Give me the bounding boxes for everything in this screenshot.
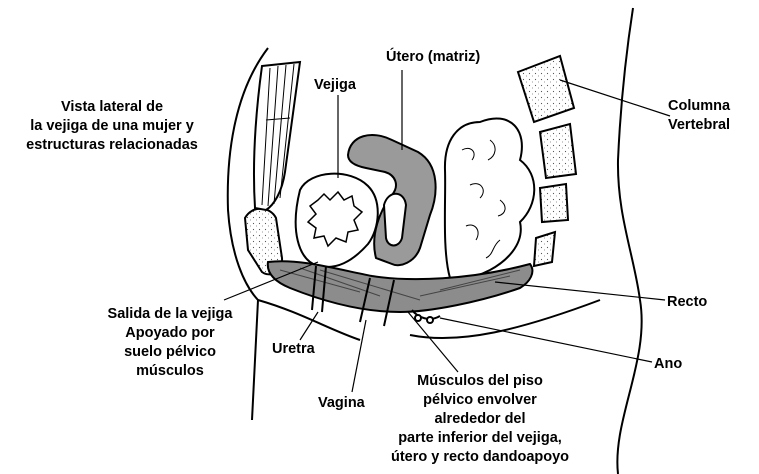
label-musculos-line-5: útero y recto dandoapoyo xyxy=(370,448,590,467)
label-columna-line-2: Vertebral xyxy=(668,116,730,135)
label-ano: Ano xyxy=(654,355,682,374)
label-columna: Columna Vertebral xyxy=(668,97,730,135)
title-line-2: la vejiga de una mujer y xyxy=(4,117,220,136)
bladder xyxy=(296,174,378,267)
label-columna-line-1: Columna xyxy=(668,97,730,116)
label-vejiga: Vejiga xyxy=(314,76,356,95)
label-musculos-line-1: Músculos del piso xyxy=(370,372,590,391)
label-salida: Salida de la vejiga Apoyado por suelo pé… xyxy=(72,305,268,381)
label-musculos-line-3: alrededor del xyxy=(370,410,590,429)
label-musculos: Músculos del piso pélvico envolver alred… xyxy=(370,372,590,467)
label-salida-line-3: suelo pélvico xyxy=(72,343,268,362)
label-salida-line-4: músculos xyxy=(72,362,268,381)
label-vagina: Vagina xyxy=(318,394,365,413)
title-line-3: estructuras relacionadas xyxy=(4,136,220,155)
label-salida-line-1: Salida de la vejiga xyxy=(72,305,268,324)
pointer-ano xyxy=(440,318,652,362)
abdominal-muscle xyxy=(254,62,300,210)
vertebra-3 xyxy=(540,184,568,222)
pointer-columna xyxy=(560,80,670,116)
title-line-1: Vista lateral de xyxy=(4,98,220,117)
back-outline xyxy=(617,8,641,474)
label-musculos-line-2: pélvico envolver xyxy=(370,391,590,410)
vertebra-1 xyxy=(518,56,574,122)
label-salida-line-2: Apoyado por xyxy=(72,324,268,343)
vertebral-column xyxy=(518,56,576,266)
label-musculos-line-4: parte inferior del vejiga, xyxy=(370,429,590,448)
pointer-vagina xyxy=(352,320,366,392)
rectum xyxy=(445,118,534,279)
label-utero: Útero (matriz) xyxy=(386,48,480,67)
vertebra-4 xyxy=(534,232,555,266)
label-uretra: Uretra xyxy=(272,340,315,359)
vertebra-2 xyxy=(540,124,576,178)
label-recto: Recto xyxy=(667,293,707,312)
figure-title: Vista lateral de la vejiga de una mujer … xyxy=(4,98,220,155)
